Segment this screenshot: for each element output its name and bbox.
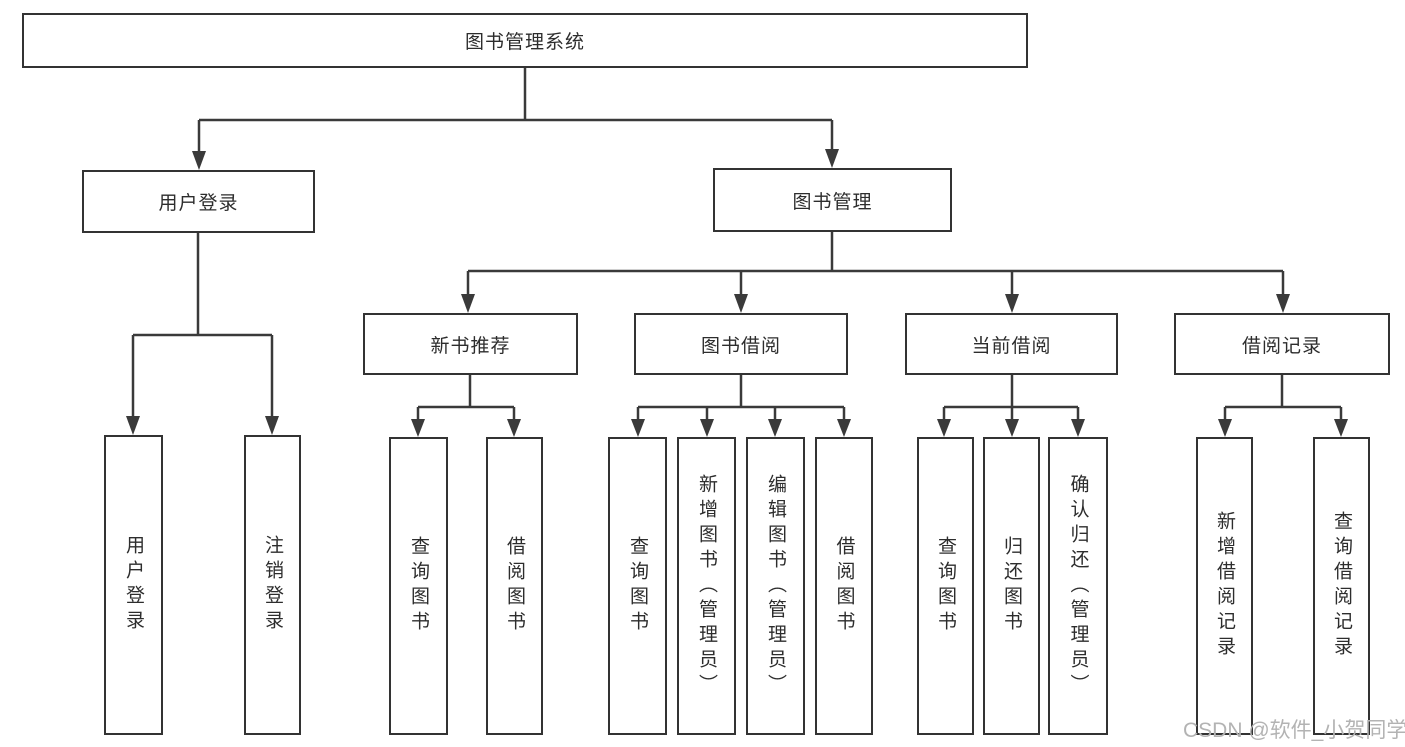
node-new-book-recommendation: 新书推荐 — [363, 313, 578, 375]
leaf-user-login: 用户登录 — [104, 435, 163, 735]
node-book-borrowing: 图书借阅 — [634, 313, 848, 375]
node-library-management-system: 图书管理系统 — [22, 13, 1028, 68]
connector-book-borrowing-to-leaves — [631, 375, 851, 437]
leaf-borrow-books-borrowing: 借阅图书 — [815, 437, 873, 735]
connector-book-management-to-level3 — [461, 232, 1290, 313]
connector-root-to-level2 — [192, 68, 839, 170]
leaf-add-borrow-record: 新增借阅记录 — [1196, 437, 1253, 735]
node-borrowing-records: 借阅记录 — [1174, 313, 1390, 375]
leaf-query-books-borrowing: 查询图书 — [608, 437, 667, 735]
leaf-confirm-return-admin: 确认归还（管理员） — [1048, 437, 1108, 735]
node-user-login: 用户登录 — [82, 170, 315, 233]
connector-user-login-to-leaves — [126, 233, 279, 435]
node-current-borrowing: 当前借阅 — [905, 313, 1118, 375]
node-book-management: 图书管理 — [713, 168, 952, 232]
leaf-query-borrow-record: 查询借阅记录 — [1313, 437, 1370, 735]
leaf-add-books-admin: 新增图书（管理员） — [677, 437, 736, 735]
connector-borrowing-records-to-leaves — [1218, 375, 1348, 437]
leaf-edit-books-admin: 编辑图书（管理员） — [746, 437, 805, 735]
leaf-borrow-books-recommend: 借阅图书 — [486, 437, 543, 735]
leaf-return-books: 归还图书 — [983, 437, 1040, 735]
csdn-watermark: CSDN @软件_小贺同学 — [1183, 719, 1405, 742]
leaf-query-books-recommend: 查询图书 — [389, 437, 448, 735]
connector-current-borrowing-to-leaves — [937, 375, 1085, 437]
leaf-query-books-current: 查询图书 — [917, 437, 974, 735]
leaf-logout: 注销登录 — [244, 435, 301, 735]
connector-new-book-to-leaves — [411, 375, 521, 437]
